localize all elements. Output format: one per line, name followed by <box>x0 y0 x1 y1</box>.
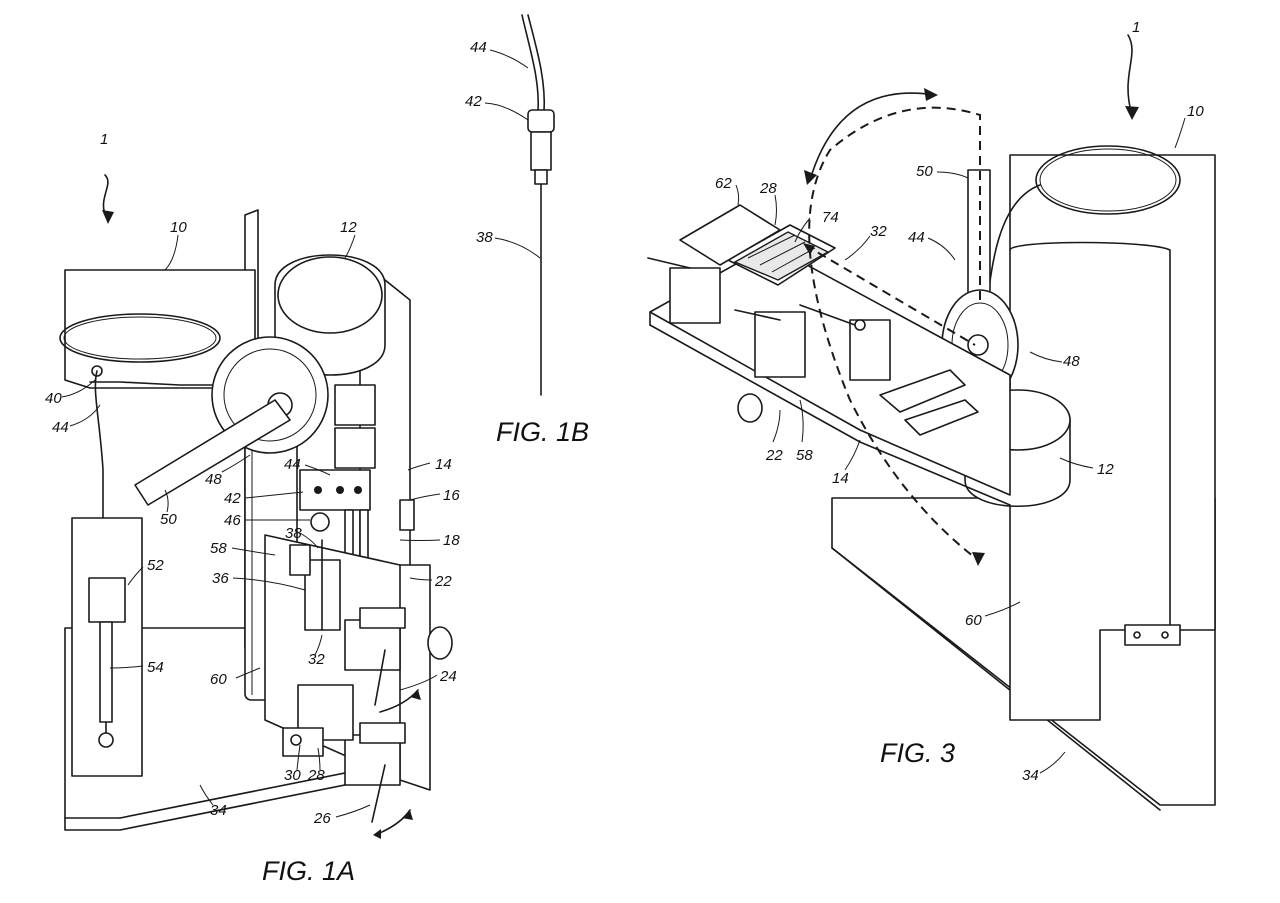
fig1a-ref-44-left: 44 <box>52 419 69 436</box>
fig-1a-labels: 1 10 12 40 44 50 48 44 14 16 42 46 38 18… <box>45 131 460 827</box>
fig3-ref-32: 32 <box>870 223 887 240</box>
wire-segment <box>521 14 540 113</box>
fig-3-drawing <box>647 34 1216 811</box>
fig1a-ref-16: 16 <box>443 487 460 504</box>
fig1a-ref-60: 60 <box>210 671 227 688</box>
fig-1a-drawing <box>59 174 453 839</box>
fig3-ref-74: 74 <box>822 209 839 226</box>
fig-3-leaders <box>735 117 1186 774</box>
fig1a-ref-52: 52 <box>147 557 164 574</box>
fig1a-ref-40: 40 <box>45 390 62 407</box>
fig1b-ref-44: 44 <box>470 39 487 56</box>
fig-1a-leaders <box>61 234 441 818</box>
fig3-ref-12: 12 <box>1097 461 1114 478</box>
fig1a-ref-14: 14 <box>435 456 452 473</box>
fig1a-ref-10: 10 <box>170 219 187 236</box>
fig1a-ref-50: 50 <box>160 511 177 528</box>
fig1a-ref-30: 30 <box>284 767 301 784</box>
wire-coil-fig3 <box>1035 145 1181 215</box>
fig1a-ref-36: 36 <box>212 570 229 587</box>
fig1a-ref-54: 54 <box>147 659 164 676</box>
fig1a-ref-44-right: 44 <box>284 456 301 473</box>
fig3-ref-60: 60 <box>965 612 982 629</box>
fig1a-ref-46: 46 <box>224 512 241 529</box>
swing-arm <box>134 399 291 506</box>
ferrule <box>527 109 555 133</box>
fig3-ref-62: 62 <box>715 175 732 192</box>
fig1a-ref-28: 28 <box>307 767 325 784</box>
fig1a-ref-22: 22 <box>434 573 452 590</box>
fig-1b-drawing <box>521 14 555 396</box>
fig-1b-caption: FIG. 1B <box>496 417 589 447</box>
wire <box>94 370 104 586</box>
fig-1b-labels: 44 42 38 <box>465 39 493 246</box>
fig1a-ref-48: 48 <box>205 471 222 488</box>
clamp-right-fig3 <box>849 319 891 381</box>
fig3-ref-14: 14 <box>832 470 849 487</box>
fig3-ref-48: 48 <box>1063 353 1080 370</box>
fig1a-ref-42: 42 <box>224 490 241 507</box>
fig-3-labels: 1 10 50 62 28 74 32 44 48 22 58 14 12 60… <box>715 19 1204 784</box>
tower-fig3 <box>1009 154 1216 721</box>
base-plate <box>64 627 421 831</box>
fig3-ref-22: 22 <box>765 447 783 464</box>
wire-coil <box>59 313 221 363</box>
fig1a-ref-38: 38 <box>285 525 302 542</box>
holder-fig3 <box>679 204 781 266</box>
fig1b-ref-38: 38 <box>476 229 493 246</box>
clamp-mid-fig3 <box>754 311 806 378</box>
fig-1a-caption: FIG. 1A <box>262 856 355 886</box>
fig1b-ref-42: 42 <box>465 93 482 110</box>
fig3-ref-44: 44 <box>908 229 925 246</box>
fig3-ref-28: 28 <box>759 180 777 197</box>
fig1a-ref-34: 34 <box>210 802 227 819</box>
fig3-ref-58: 58 <box>796 447 813 464</box>
fig1a-ref-12: 12 <box>340 219 357 236</box>
fig3-ref-1: 1 <box>1132 19 1140 36</box>
fig1a-ref-26: 26 <box>313 810 331 827</box>
fig-3-caption: FIG. 3 <box>880 738 955 768</box>
fig1a-ref-1: 1 <box>100 131 108 148</box>
fig3-ref-10: 10 <box>1187 103 1204 120</box>
fig3-ref-34: 34 <box>1022 767 1039 784</box>
fig3-ref-50: 50 <box>916 163 933 180</box>
fig1a-ref-32: 32 <box>308 651 325 668</box>
fig-1b-leaders <box>484 49 541 259</box>
fig1a-ref-18: 18 <box>443 532 460 549</box>
fig1a-ref-24: 24 <box>439 668 457 685</box>
fig1a-ref-58: 58 <box>210 540 227 557</box>
clamp-left-fig3 <box>669 267 721 324</box>
swing-path <box>808 106 981 561</box>
